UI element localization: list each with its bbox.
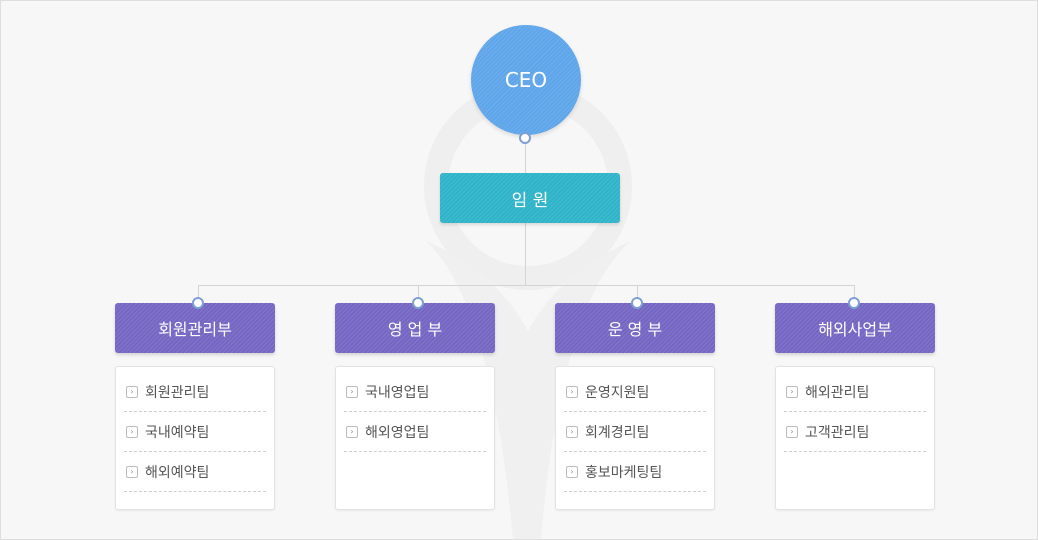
team-item: › 홍보마케팅팀 <box>564 452 706 492</box>
connector-dept-3 <box>637 285 638 299</box>
team-item: › 회계경리팀 <box>564 412 706 452</box>
department-connector-dot <box>192 297 204 309</box>
chevron-right-icon: › <box>126 465 138 478</box>
department-label: 해외사업부 <box>818 320 892 339</box>
connector-exec-bus <box>525 223 526 285</box>
chevron-right-icon: › <box>786 425 798 438</box>
department-connector-dot <box>848 297 860 309</box>
department-node: 영 업 부 <box>335 303 495 353</box>
team-list-box: › 국내영업팀 › 해외영업팀 <box>335 366 495 510</box>
team-list-box: › 회원관리팀 › 국내예약팀 › 해외예약팀 <box>115 366 275 510</box>
team-list: › 해외관리팀 › 고객관리팀 <box>776 367 934 452</box>
team-label: 해외관리팀 <box>805 384 870 401</box>
connector-dept-4 <box>854 285 855 299</box>
team-label: 해외예약팀 <box>145 464 210 481</box>
chevron-right-icon: › <box>566 465 578 478</box>
team-item: › 해외영업팀 <box>344 412 486 452</box>
team-list-box: › 운영지원팀 › 회계경리팀 › 홍보마케팅팀 <box>555 366 715 510</box>
ceo-label: CEO <box>504 68 548 92</box>
connector-bus <box>198 285 855 286</box>
department-label: 회원관리부 <box>158 320 232 339</box>
chevron-right-icon: › <box>566 425 578 438</box>
team-list-box: › 해외관리팀 › 고객관리팀 <box>775 366 935 510</box>
department-node: 운 영 부 <box>555 303 715 353</box>
team-item: › 회원관리팀 <box>124 372 266 412</box>
department-connector-dot <box>412 297 424 309</box>
team-label: 운영지원팀 <box>585 384 650 401</box>
connector-ceo-exec <box>525 139 526 173</box>
chevron-right-icon: › <box>346 425 358 438</box>
team-list: › 운영지원팀 › 회계경리팀 › 홍보마케팅팀 <box>556 367 714 492</box>
team-label: 해외영업팀 <box>365 424 430 441</box>
team-label: 홍보마케팅팀 <box>585 464 663 481</box>
team-item: › 고객관리팀 <box>784 412 926 452</box>
team-item: › 해외관리팀 <box>784 372 926 412</box>
team-list: › 국내영업팀 › 해외영업팀 <box>336 367 494 452</box>
team-label: 회원관리팀 <box>145 384 210 401</box>
team-item: › 국내예약팀 <box>124 412 266 452</box>
department-connector-dot <box>631 297 643 309</box>
team-item: › 운영지원팀 <box>564 372 706 412</box>
connector-dept-2 <box>418 285 419 299</box>
team-label: 국내예약팀 <box>145 424 210 441</box>
ceo-connector-dot <box>519 132 531 144</box>
team-list: › 회원관리팀 › 국내예약팀 › 해외예약팀 <box>116 367 274 492</box>
executive-node: 임 원 <box>440 173 620 223</box>
team-label: 회계경리팀 <box>585 424 650 441</box>
team-label: 국내영업팀 <box>365 384 430 401</box>
chevron-right-icon: › <box>126 385 138 398</box>
ceo-node: CEO <box>471 25 581 135</box>
chevron-right-icon: › <box>126 425 138 438</box>
chevron-right-icon: › <box>346 385 358 398</box>
chevron-right-icon: › <box>566 385 578 398</box>
chevron-right-icon: › <box>786 385 798 398</box>
department-node: 해외사업부 <box>775 303 935 353</box>
executive-label: 임 원 <box>511 190 549 211</box>
department-label: 운 영 부 <box>607 320 663 339</box>
department-label: 영 업 부 <box>387 320 443 339</box>
connector-dept-1 <box>198 285 199 299</box>
team-item: › 국내영업팀 <box>344 372 486 412</box>
team-label: 고객관리팀 <box>805 424 870 441</box>
team-item: › 해외예약팀 <box>124 452 266 492</box>
department-node: 회원관리부 <box>115 303 275 353</box>
